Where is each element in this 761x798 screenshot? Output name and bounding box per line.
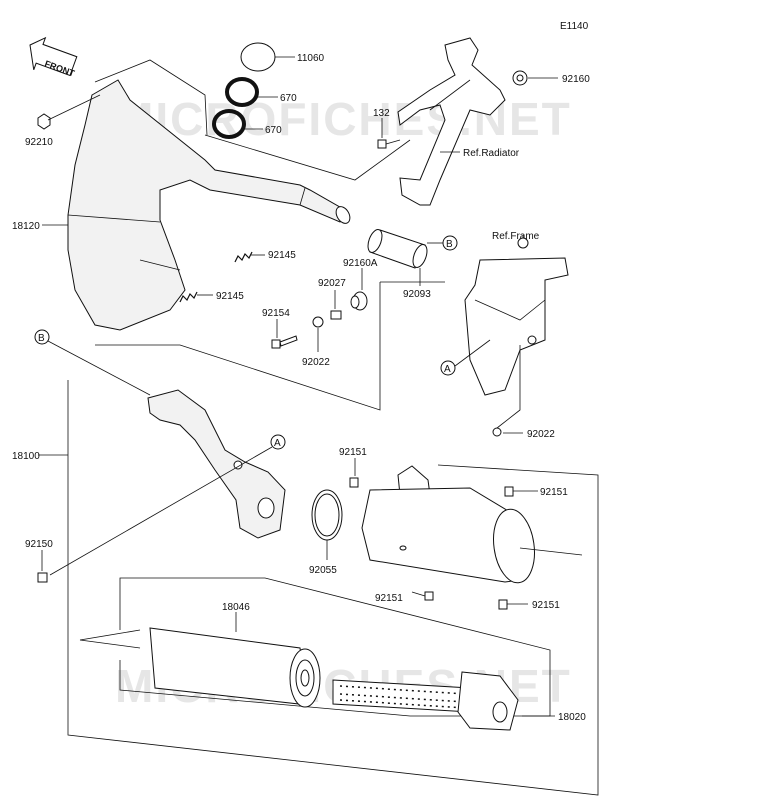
callout-a-frame-label: A <box>444 364 451 375</box>
damper-92160A <box>350 291 368 311</box>
label-92150: 92150 <box>25 539 53 550</box>
label-ref-radiator: Ref.Radiator <box>463 148 520 159</box>
o-ring-670-lower <box>212 109 246 139</box>
bolt-92150 <box>37 572 48 583</box>
exhaust-header-pipe <box>67 79 351 331</box>
label-92160A: 92160A <box>343 258 378 269</box>
label-92154: 92154 <box>262 308 290 319</box>
label-670-a: 670 <box>280 93 297 104</box>
perforated-core-18020 <box>332 671 519 731</box>
bolt-132 <box>377 139 401 149</box>
label-92145-a: 92145 <box>268 250 296 261</box>
gasket-11060 <box>240 42 276 72</box>
bolt-92151-right-top <box>504 486 514 497</box>
label-92022-b: 92022 <box>527 429 555 440</box>
bolt-92154 <box>271 335 298 349</box>
muffler-outer-shell-18046 <box>149 627 321 708</box>
label-92055: 92055 <box>309 565 337 576</box>
spring-92145-lower <box>179 291 198 303</box>
bolt-92151-right-bottom <box>498 599 508 610</box>
label-92151-b: 92151 <box>540 487 568 498</box>
bolt-92151-bottom <box>424 591 434 601</box>
label-92027: 92027 <box>318 278 346 289</box>
label-18100: 18100 <box>12 451 40 462</box>
washer-92022-upper <box>312 316 324 328</box>
callout-b-lower <box>34 329 50 345</box>
callout-a-pipe-label: A <box>274 438 281 449</box>
callout-b-upper <box>442 235 458 251</box>
label-92151-d: 92151 <box>532 600 560 611</box>
label-92145-b: 92145 <box>216 291 244 302</box>
label-18120: 18120 <box>12 221 40 232</box>
label-92022-a: 92022 <box>302 357 330 368</box>
o-ring-670-upper <box>225 77 259 107</box>
diagram-code: E1140 <box>560 21 589 32</box>
washer-92022-lower <box>492 427 502 437</box>
callout-a-frame <box>440 360 456 376</box>
collar-92027 <box>330 310 342 320</box>
label-92151-c: 92151 <box>375 593 403 604</box>
label-18020: 18020 <box>558 712 586 723</box>
label-132: 132 <box>373 108 390 119</box>
radiator-bracket <box>397 37 506 206</box>
callout-b-upper-label: B <box>446 239 453 250</box>
front-arrow-icon <box>29 36 78 77</box>
label-92151-a: 92151 <box>339 447 367 458</box>
label-92160: 92160 <box>562 74 590 85</box>
label-670-b: 670 <box>265 125 282 136</box>
label-18046: 18046 <box>222 602 250 613</box>
muffler-inlet-pipe <box>147 389 286 539</box>
muffler-body <box>361 465 583 584</box>
label-ref-frame: Ref.Frame <box>492 231 540 242</box>
bolt-92151-top <box>349 477 359 488</box>
sleeve-92093 <box>367 229 428 269</box>
bushing-92160 <box>512 70 528 86</box>
label-11060: 11060 <box>297 53 325 64</box>
label-92093: 92093 <box>403 289 431 300</box>
nut-92210 <box>37 113 51 130</box>
label-92210: 92210 <box>25 137 53 148</box>
callout-a-pipe <box>270 434 286 450</box>
frame-bracket <box>464 237 569 396</box>
spring-92145-upper <box>234 251 253 263</box>
callout-b-lower-label: B <box>38 333 45 344</box>
